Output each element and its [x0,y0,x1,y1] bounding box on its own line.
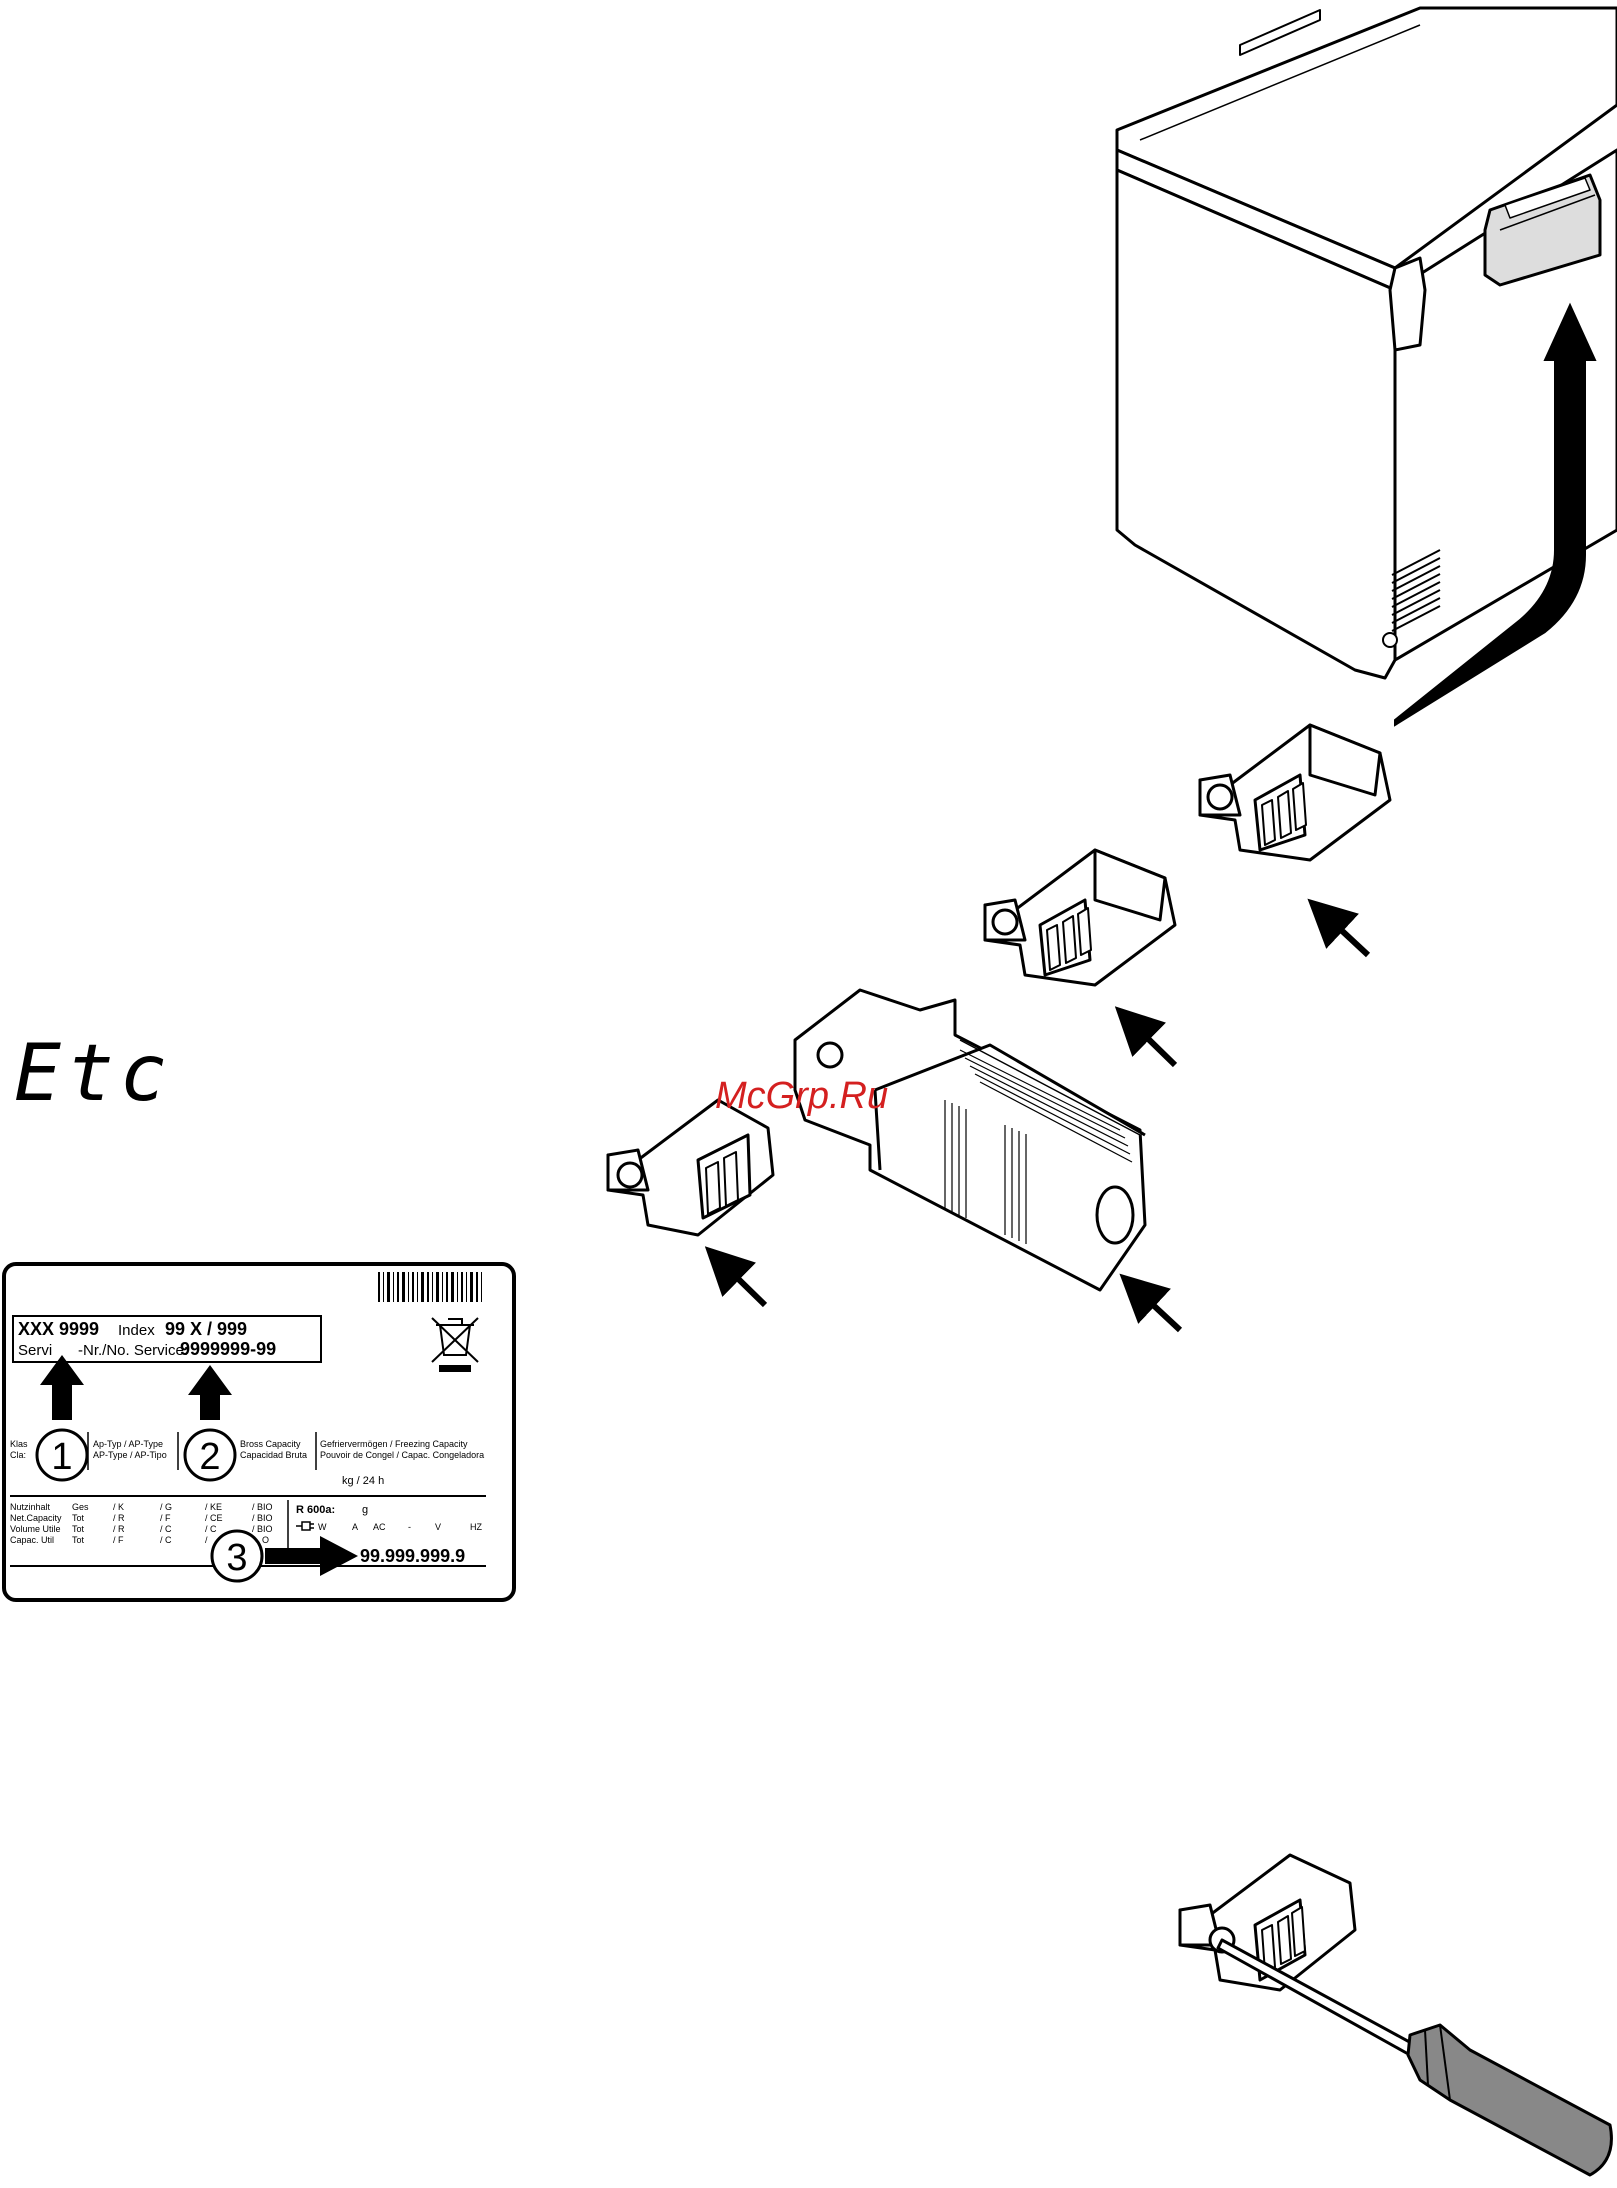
barcode [378,1272,482,1302]
marker-2: 2 [183,1428,237,1482]
col1-line2: Cla: [10,1450,26,1460]
svg-text:Capac. Util: Capac. Util [10,1535,54,1545]
plug-symbol-icon [296,1521,314,1531]
svg-text:/ F: / F [160,1513,171,1523]
svg-text:HZ: HZ [470,1522,482,1532]
weee-bin-icon [431,1317,479,1372]
svg-text:Volume Utile: Volume Utile [10,1524,61,1534]
service-prefix-left: Servi [18,1342,52,1359]
svg-text:/ C: / C [160,1524,172,1534]
col2-line1: Ap-Typ / AP-Type [93,1439,163,1449]
watermark-text: McGrp.Ru [715,1075,888,1117]
refrigerant-label: R 600a: [296,1504,335,1516]
electrical-labels: W A AC - V HZ [318,1522,482,1532]
arrow-right-3 [265,1536,358,1576]
model-number: XXX 9999 [18,1319,99,1339]
svg-text:-: - [408,1522,411,1532]
svg-text:3: 3 [226,1537,247,1579]
chest-freezer [1115,6,1617,680]
arrow-to-freezer [1394,302,1597,727]
svg-text:/ BIO: / BIO [252,1513,273,1523]
svg-text:/ BIO: / BIO [252,1524,273,1534]
svg-text:A: A [352,1522,358,1532]
screwdriver [1216,1938,1613,2177]
display-code: Etc [14,1029,173,1119]
refrigerant-unit: g [362,1504,368,1516]
index-value: 99 X / 999 [165,1319,247,1339]
svg-text:AC: AC [373,1522,386,1532]
arrow-up-1 [40,1355,84,1420]
svg-text:Nutzinhalt: Nutzinhalt [10,1502,51,1512]
col4-line2: Pouvoir de Congel / Capac. Congeladora [320,1450,484,1460]
serial-number: 99.999.999.9 [360,1546,465,1566]
col2-line2: AP-Type / AP-Tipo [93,1450,167,1460]
col3-line2: Capacidad Bruta [240,1450,307,1460]
index-label: Index [118,1322,155,1339]
svg-text:/ KE: / KE [205,1502,222,1512]
net-capacity-table: Nutzinhalt Ges / K / G / KE / BIO Net.Ca… [10,1502,273,1545]
svg-text:Tot: Tot [72,1524,85,1534]
svg-text:1: 1 [51,1436,72,1478]
rating-plate: XXX 9999 Index 99 X / 999 Servi -Nr./No.… [2,1262,516,1602]
svg-text:Tot: Tot [72,1535,85,1545]
marker-3: 3 [210,1529,264,1583]
svg-text:Net.Capacity: Net.Capacity [10,1513,62,1523]
col4-line3: kg / 24 h [342,1475,384,1487]
svg-text:V: V [435,1522,441,1532]
svg-text:Tot: Tot [72,1513,85,1523]
svg-text:W: W [318,1522,327,1532]
arrow-up-2 [188,1365,232,1420]
svg-text:/ F: / F [113,1535,124,1545]
service-prefix-right: -Nr./No. Service: [78,1342,188,1359]
adapter-block [793,988,1147,1292]
connector-with-screwdriver [1178,1853,1357,1992]
col1-line1: Klas [10,1439,28,1449]
svg-text:2: 2 [199,1436,220,1478]
svg-text:O: O [262,1535,269,1545]
connector-plug-middle [983,848,1177,987]
svg-text:/ CE: / CE [205,1513,223,1523]
service-number: 9999999-99 [180,1339,276,1359]
col4-line1: Gefriervermögen / Freezing Capacity [320,1439,468,1449]
svg-text:/ BIO: / BIO [252,1502,273,1512]
col3-line1: Bross Capacity [240,1439,301,1449]
svg-text:Ges: Ges [72,1502,89,1512]
svg-text:/ R: / R [113,1524,125,1534]
svg-text:/ C: / C [160,1535,172,1545]
svg-text:/ K: / K [113,1502,124,1512]
svg-text:/: / [205,1535,208,1545]
connector-plug-top [1198,723,1392,862]
svg-text:/ C: / C [205,1524,217,1534]
connector-plug-left [606,1098,775,1237]
svg-text:/ R: / R [113,1513,125,1523]
marker-1: 1 [35,1428,89,1482]
svg-text:/ G: / G [160,1502,172,1512]
